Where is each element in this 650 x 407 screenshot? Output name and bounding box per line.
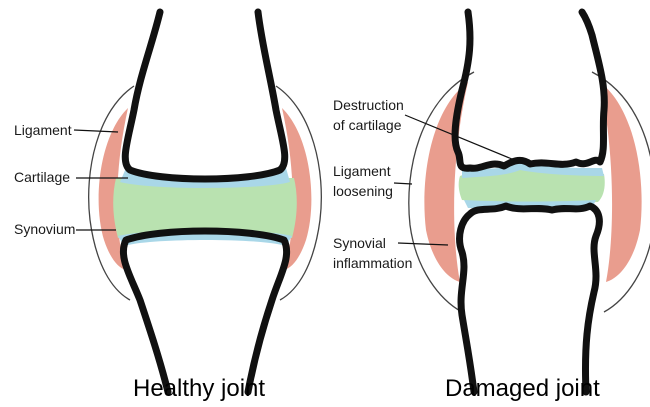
label-destruction-line1: Destruction	[333, 97, 404, 113]
label-ligament-loosening-line2: loosening	[333, 183, 393, 199]
label-destruction-line2: of cartilage	[333, 117, 402, 133]
caption-damaged: Damaged joint	[445, 375, 600, 402]
leader-destruction	[405, 115, 524, 164]
healthy-upper-bone	[125, 12, 284, 179]
label-synovium: Synovium	[14, 221, 75, 237]
healthy-joint	[89, 12, 322, 392]
caption-healthy: Healthy joint	[133, 375, 265, 402]
label-synovial-line1: Synovial	[333, 235, 386, 251]
label-ligament-loosening-line1: Ligament	[333, 163, 391, 179]
damaged-lower-bone	[460, 206, 600, 392]
leader-ligament	[74, 130, 118, 132]
label-cartilage: Cartilage	[14, 169, 70, 185]
label-synovial-line2: inflammation	[333, 255, 412, 271]
label-ligament: Ligament	[14, 122, 72, 138]
healthy-lower-bone	[123, 231, 286, 392]
damaged-joint	[409, 12, 650, 392]
